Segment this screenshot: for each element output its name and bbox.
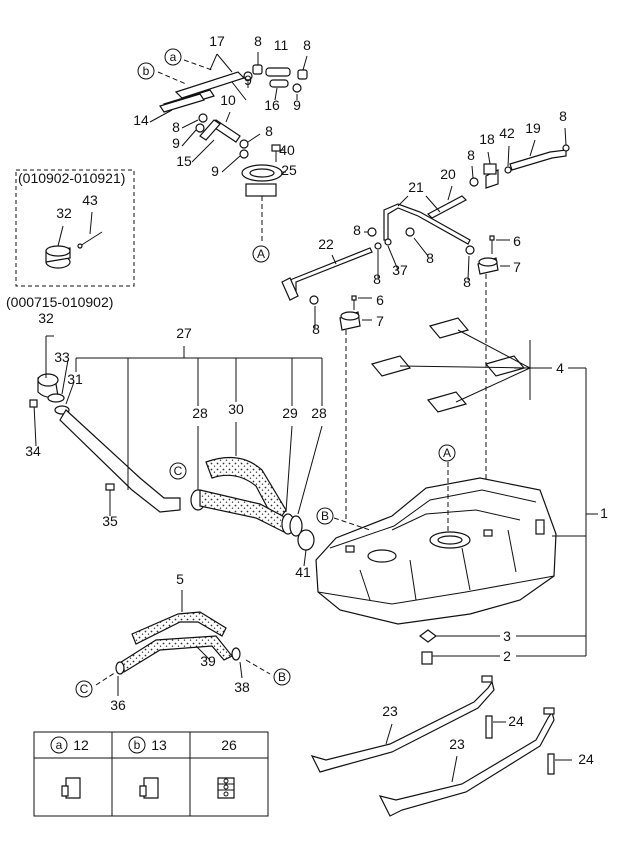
legend-ref-a: a [50,736,68,754]
callout-c20: 20 [440,166,456,182]
callout-c22: 22 [318,236,334,252]
callout-c24a: 24 [508,713,524,729]
filler-cap-inset [15,169,135,287]
callout-c32a: 32 [56,205,72,221]
callout-c42: 42 [499,125,515,141]
filler-date-range: (000715-010902) [6,294,113,310]
circle-ref-rA1: A [252,245,270,263]
callout-c7b: 7 [376,313,384,329]
callout-c33: 33 [54,349,70,365]
insulator-pads [370,317,552,413]
callout-c40: 40 [279,142,295,158]
callout-c31: 31 [67,371,83,387]
callout-c8e: 8 [559,108,567,124]
tank-bands [310,675,572,817]
vapor-hose-group [149,52,308,244]
callout-c3: 3 [503,628,511,644]
svg-text:b: b [143,64,150,78]
callout-c9a: 9 [244,72,252,88]
callout-c37: 37 [392,262,408,278]
callout-c8f: 8 [467,147,475,163]
legend-table-text-layer: a 12 b 13 26 [50,736,237,754]
callout-c1: 1 [600,505,608,521]
callout-c5: 5 [176,571,184,587]
legend-ref-b: b [128,736,146,754]
callout-c18: 18 [479,131,495,147]
callout-c34: 34 [25,443,41,459]
callout-c29: 29 [282,405,298,421]
callout-c32b: 32 [38,310,54,326]
callout-c43: 43 [82,192,98,208]
callout-c8d: 8 [265,123,273,139]
lower-hoses [95,590,271,696]
callout-c28b: 28 [311,405,327,421]
inset-date-range: (010902-010921) [18,170,125,186]
callout-c8i: 8 [373,271,381,287]
circle-ref-rB1: B [316,507,334,525]
vapor-line-right [281,127,570,522]
svg-text:a: a [170,50,177,64]
callout-c35: 35 [102,513,118,529]
callout-c38: 38 [234,679,250,695]
fuel-tank [315,367,598,665]
callout-c15: 15 [176,153,192,169]
svg-text:C: C [174,464,183,478]
svg-text:B: B [321,509,329,523]
callout-c16: 16 [264,97,280,113]
callout-c9d: 9 [211,163,219,179]
callout-c8b: 8 [303,37,311,53]
callout-c23a: 23 [382,703,398,719]
callout-c19: 19 [525,120,541,136]
callout-c39: 39 [200,653,216,669]
callout-c30: 30 [228,401,244,417]
callout-c8j: 8 [463,274,471,290]
callout-c41: 41 [295,564,311,580]
callout-c8h: 8 [426,250,434,266]
callout-c23b: 23 [449,736,465,752]
callout-c8a: 8 [254,33,262,49]
circle-ref-rC1: C [169,462,187,480]
filler-neck-group [29,335,323,567]
callout-c7a: 7 [513,259,521,275]
callout-c21: 21 [408,179,424,195]
callout-c11: 11 [274,37,289,53]
circle-ref-rB2: B [273,668,291,686]
svg-text:B: B [278,670,286,684]
callout-c28a: 28 [192,405,208,421]
callout-c14: 14 [133,112,149,128]
callout-c36: 36 [110,697,126,713]
callout-c8k: 8 [312,321,320,337]
callout-c9b: 9 [293,97,301,113]
callout-c10: 10 [220,92,236,108]
legend-number-13: 13 [151,737,167,753]
svg-text:A: A [257,247,265,261]
clip-legend-table [33,731,269,817]
callout-c8g: 8 [353,222,361,238]
circle-reference-layer: a bA A B C C B [75,48,456,698]
callout-c6a: 6 [513,233,521,249]
callout-c27: 27 [176,325,192,341]
legend-number-26: 26 [221,737,237,753]
callout-c24b: 24 [578,751,594,767]
svg-text:b: b [134,738,141,752]
circle-ref-rC2: C [75,680,93,698]
circle-ref-rb1: b [137,62,155,80]
callout-c2: 2 [503,648,511,664]
callout-c4: 4 [556,360,564,376]
legend-number-12: 12 [73,737,89,753]
circle-ref-rA2: A [438,444,456,462]
svg-text:a: a [56,738,63,752]
circle-ref-ra1: a [164,48,182,66]
callout-c9c: 9 [172,135,180,151]
callout-c17: 17 [209,33,225,49]
svg-text:C: C [80,682,89,696]
callout-c25: 25 [281,162,297,178]
callout-c8c: 8 [172,119,180,135]
svg-text:A: A [443,446,451,460]
callout-c6b: 6 [376,292,384,308]
